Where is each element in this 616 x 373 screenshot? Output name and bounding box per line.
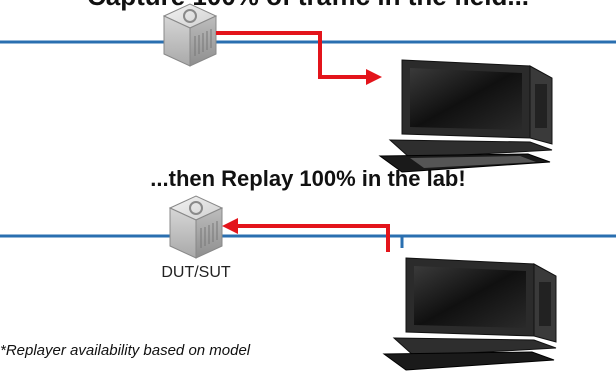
availability-footnote: *Replayer availability based on model [0,342,251,359]
router-icon [162,3,218,67]
rugged-laptop-icon [378,59,553,173]
replay-laptop-icon [382,257,557,371]
replay-arrowhead [222,218,238,234]
dut-sut-label: DUT/SUT [161,264,231,281]
capture-flow-arrow [216,31,368,79]
capture-heading: Capture 100% of traffic in the field... [0,0,616,12]
dut-router-icon [168,195,224,259]
capture-arrowhead [366,69,382,85]
replay-flow-arrow [236,224,390,252]
